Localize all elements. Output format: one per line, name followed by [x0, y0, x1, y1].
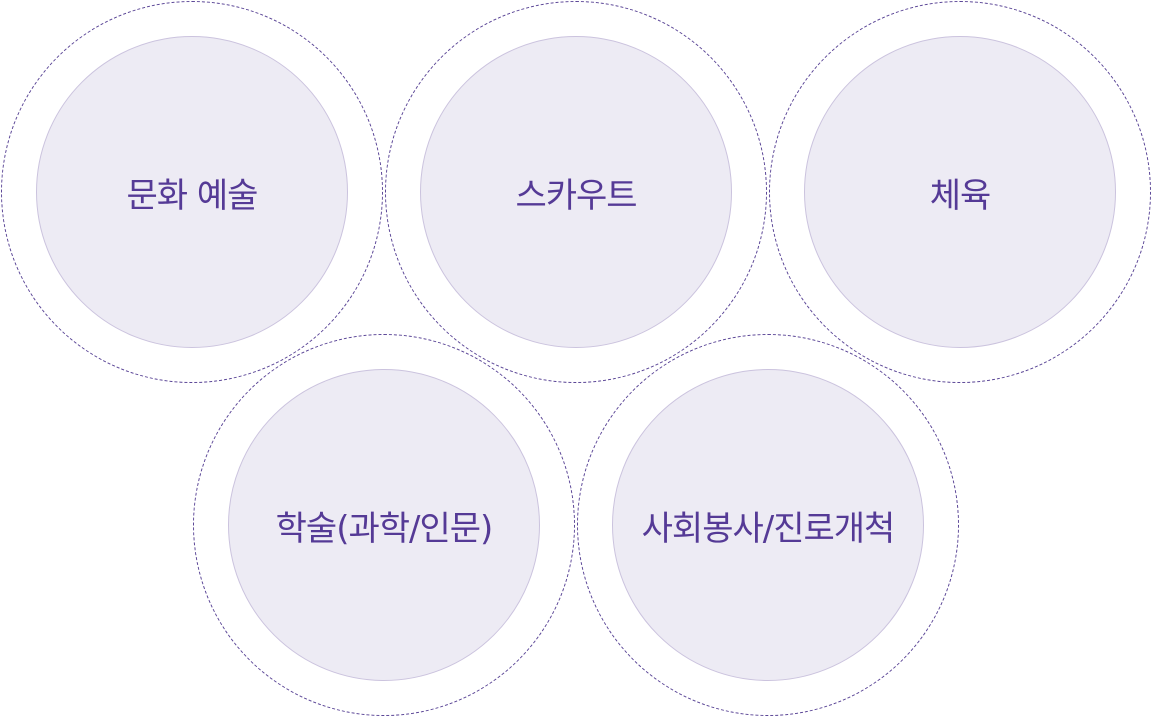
ring-sports — [769, 1, 1151, 383]
ring-scout — [385, 1, 767, 383]
ring-volunteer — [577, 334, 959, 716]
category-label: 체육 — [929, 175, 992, 216]
category-academic[interactable]: 학술(과학/인문) — [228, 369, 540, 681]
category-label: 사회봉사/진로개척 — [641, 508, 896, 549]
category-volunteer[interactable]: 사회봉사/진로개척 — [612, 369, 924, 681]
category-label: 문화 예술 — [126, 175, 259, 216]
category-label: 스카우트 — [515, 175, 637, 216]
category-label: 학술(과학/인문) — [275, 508, 494, 549]
ring-culture-arts — [1, 1, 383, 383]
category-culture-arts[interactable]: 문화 예술 — [36, 36, 348, 348]
category-sports[interactable]: 체육 — [804, 36, 1116, 348]
ring-academic — [193, 334, 575, 716]
category-scout[interactable]: 스카우트 — [420, 36, 732, 348]
